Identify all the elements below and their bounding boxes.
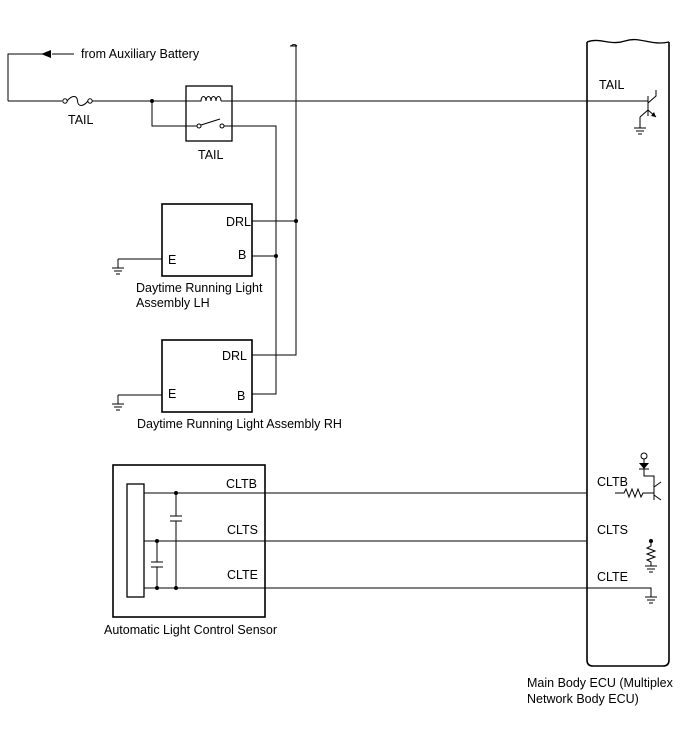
drl-lh-name-2: Assembly LH xyxy=(136,296,210,310)
drl-rh-pin-e: E xyxy=(168,387,176,401)
cltb-driver xyxy=(615,452,662,501)
battery-feed xyxy=(7,50,74,102)
resistor-icon xyxy=(645,541,657,566)
battery-label: from Auxiliary Battery xyxy=(81,47,200,61)
ecu-pin-cltb: CLTB xyxy=(597,475,628,489)
main-body-ecu: TAIL CLTB CLTS CLTE xyxy=(586,38,670,667)
light-sensor: CLTB CLTS CLTE xyxy=(112,464,266,618)
ecu-pin-clte: CLTE xyxy=(597,570,628,584)
clts-resistor xyxy=(645,539,657,573)
drl-assembly-rh: DRL B E xyxy=(161,339,253,413)
ecu-name-2: Network Body ECU) xyxy=(527,692,639,706)
transistor-icon xyxy=(639,90,657,128)
drl-lh-pin-e: E xyxy=(168,253,176,267)
ground-icon xyxy=(112,403,124,411)
relay-label: TAIL xyxy=(198,148,224,162)
tail-relay xyxy=(185,85,233,142)
drl-rh-pin-drl: DRL xyxy=(222,349,247,363)
sensor-pin-cltb: CLTB xyxy=(226,477,257,491)
drl-rh-pin-b: B xyxy=(237,389,245,403)
ground-icon xyxy=(112,267,124,275)
fuse-label: TAIL xyxy=(68,113,94,127)
drl-lh-pin-drl: DRL xyxy=(226,215,251,229)
sensor-pin-clte: CLTE xyxy=(227,568,258,582)
tail-fuse-icon xyxy=(62,96,93,106)
drl-lh-pin-b: B xyxy=(238,248,246,262)
resistor-icon xyxy=(615,487,654,499)
ecu-pin-clts: CLTS xyxy=(597,523,628,537)
drl-assembly-lh: DRL B E xyxy=(161,203,253,277)
battery-arrow-icon xyxy=(41,50,51,58)
sensor-name: Automatic Light Control Sensor xyxy=(104,623,277,637)
sensor-pin-clts: CLTS xyxy=(227,523,258,537)
relay-coil-icon xyxy=(198,96,222,102)
drl-rh-name: Daytime Running Light Assembly RH xyxy=(137,417,342,431)
ecu-name: Main Body ECU (Multiplex xyxy=(527,676,674,690)
ground-icon xyxy=(634,127,646,135)
clte-ground xyxy=(587,587,657,604)
drl-lh-name: Daytime Running Light xyxy=(136,281,263,295)
ecu-pin-tail: TAIL xyxy=(599,78,625,92)
diode-icon xyxy=(639,463,649,469)
